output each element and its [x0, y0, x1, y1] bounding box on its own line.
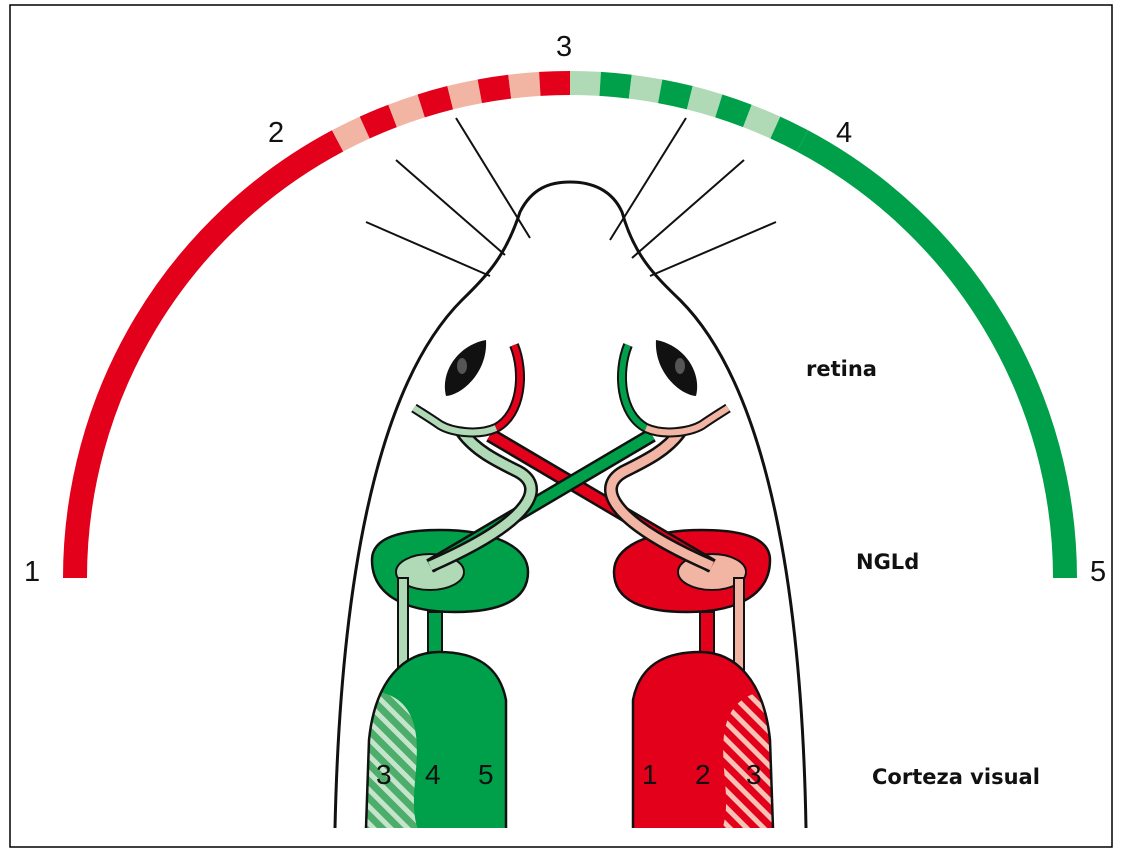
field-segment-green-stripe: [630, 87, 660, 92]
right-cortex-number: 1: [642, 759, 658, 790]
right-cortex-number: 2: [695, 759, 711, 790]
field-number-3: 3: [556, 31, 572, 63]
field-segment-red-stripe: [480, 87, 510, 92]
left-cortex-number: 4: [425, 759, 441, 790]
field-segment-green-stripe: [690, 98, 719, 106]
field-segment-red-stripe: [393, 106, 422, 116]
field-segment-red-stripe: [450, 91, 480, 97]
projection-line: [396, 160, 505, 255]
right-cortex-number: 3: [746, 759, 762, 790]
field-segment-red: [75, 141, 338, 578]
optic-fibers: [430, 432, 712, 566]
left-eye: [414, 340, 520, 432]
left-cortex-number: 3: [376, 759, 392, 790]
field-segment-red-stripe: [540, 83, 570, 84]
field-segment-red-stripe: [365, 116, 393, 128]
right-visual-cortex: [633, 652, 780, 830]
field-segment-green-stripe: [660, 91, 690, 97]
field-segment-red-stripe: [510, 84, 540, 87]
field-segment-green-stripe: [570, 83, 600, 84]
field-number-1: 1: [24, 556, 40, 588]
field-number-4: 4: [836, 117, 852, 149]
field-segment-green-stripe: [719, 106, 748, 116]
left-visual-cortex: [360, 652, 506, 830]
field-segment-green-stripe: [775, 128, 802, 141]
projection-line: [456, 118, 530, 238]
field-segment-green-stripe: [600, 84, 630, 87]
projection-line: [650, 222, 776, 276]
visual-field-arc: [75, 83, 1065, 578]
label-ngld: NGLd: [856, 550, 919, 574]
label-corteza-visual: Corteza visual: [872, 765, 1040, 789]
projection-line: [366, 222, 490, 276]
right-eye: [622, 340, 728, 432]
field-number-5: 5: [1090, 556, 1106, 588]
field-segment-red-stripe: [421, 98, 450, 106]
projection-lines: [366, 118, 776, 276]
frame-border: [10, 5, 1112, 847]
field-number-2: 2: [268, 117, 284, 149]
left-cortex-number: 5: [478, 759, 494, 790]
field-segment-green-stripe: [747, 116, 775, 128]
label-retina: retina: [806, 357, 877, 381]
field-segment-red-stripe: [338, 128, 365, 141]
